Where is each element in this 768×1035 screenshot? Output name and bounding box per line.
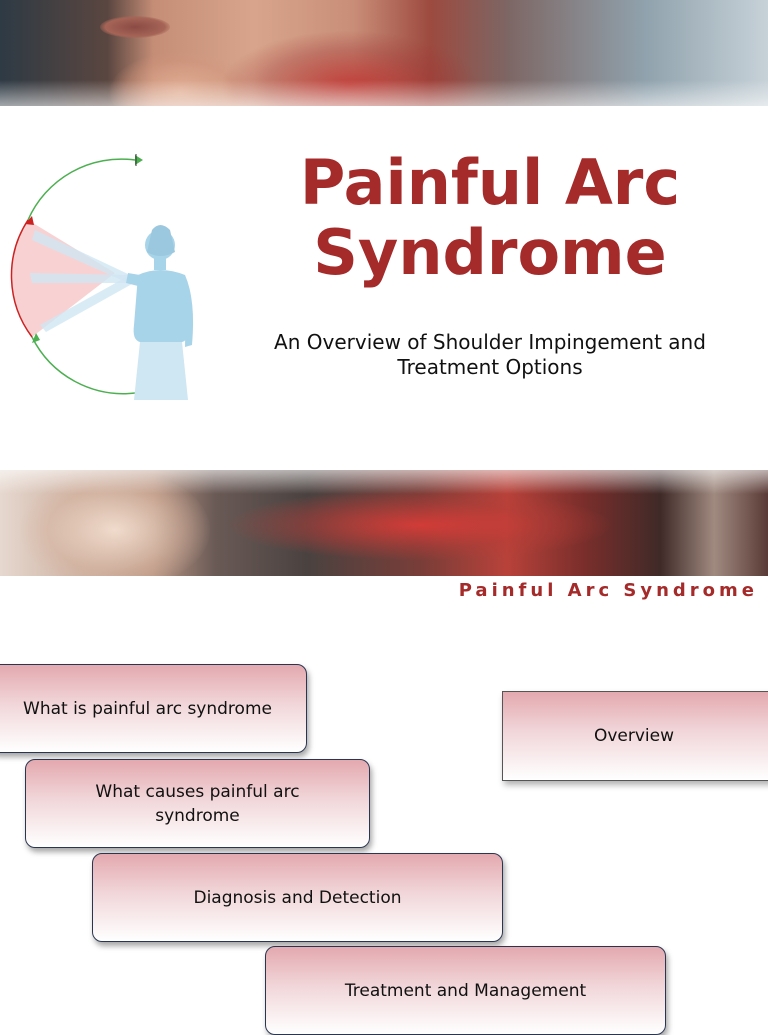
slide-title: Painful Arc Syndrome xyxy=(299,146,681,289)
topic-diagnosis[interactable]: Diagnosis and Detection xyxy=(92,853,503,942)
bottom-anatomy-banner-image xyxy=(0,470,768,576)
topic-what-is[interactable]: What is painful arc syndrome xyxy=(0,664,307,753)
overview-box[interactable]: Overview xyxy=(502,691,768,781)
slide-subtitle: An Overview of Shoulder Impingement and … xyxy=(274,330,706,379)
shoulder-arc-illustration xyxy=(10,154,194,400)
topic-treatment[interactable]: Treatment and Management xyxy=(265,946,666,1035)
slide2-header: Painful Arc Syndrome xyxy=(458,580,758,601)
top-anatomy-banner-image xyxy=(0,0,768,106)
topic-causes[interactable]: What causes painful arc syndrome xyxy=(25,759,370,848)
title-slide: Painful Arc Syndrome An Overview of Shou… xyxy=(0,0,768,576)
